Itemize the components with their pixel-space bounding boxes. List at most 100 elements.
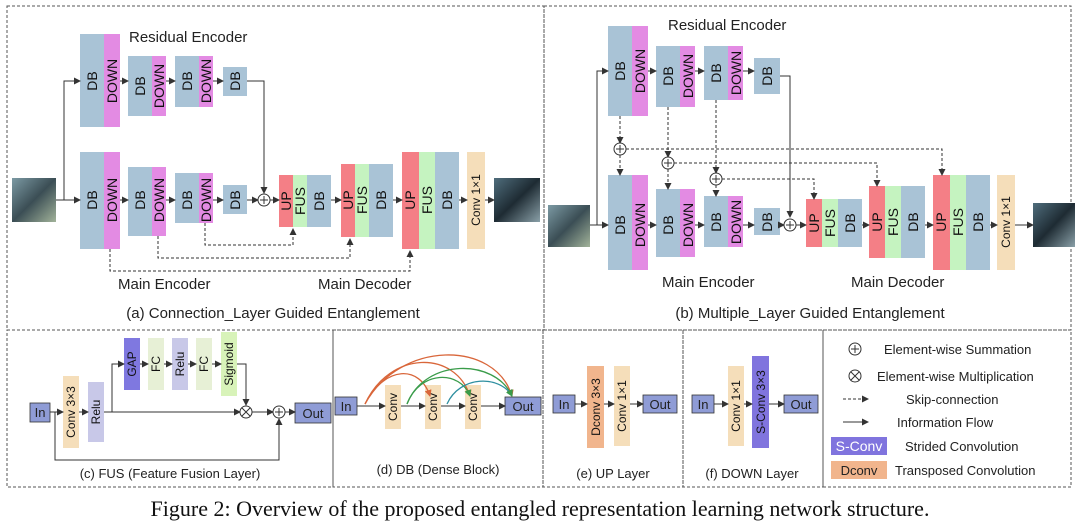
db-label: DB (612, 215, 628, 234)
main-encoder-label: Main Encoder (118, 276, 211, 293)
legend-skip-label: Skip-connection (906, 392, 999, 407)
fc-label: FC (197, 356, 211, 372)
conv-label: Conv (386, 393, 400, 421)
down-label: DOWN (198, 59, 214, 103)
db-label: DB (612, 61, 628, 80)
panel-f-down: In Conv 1×1 S-Conv 3×3 Out (f) DOWN Laye… (691, 356, 819, 481)
down-label: DOWN (104, 59, 120, 103)
db-label: DB (179, 190, 195, 209)
out-label: Out (650, 397, 671, 412)
legend: Element-wise Summation Element-wise Mult… (831, 342, 1035, 479)
db-label: DB (84, 71, 100, 90)
panel-d-db: In Conv Conv Conv Out (d) DB (Dense Bloc… (334, 354, 542, 477)
input-image (12, 178, 56, 222)
down-label: DOWN (728, 200, 744, 244)
residual-encoder-label: Residual Encoder (668, 17, 786, 34)
in-label: In (698, 397, 709, 412)
db-label: DB (660, 66, 676, 85)
gap-label: GAP (125, 351, 139, 376)
in-label: In (35, 405, 46, 420)
in-label: In (341, 399, 352, 414)
down-label: DOWN (680, 54, 696, 98)
panel-a-caption: (a) Connection_Layer Guided Entanglement (126, 305, 420, 322)
out-label: Out (513, 399, 534, 414)
residual-encoder-label: Residual Encoder (129, 29, 247, 46)
in-label: In (559, 397, 570, 412)
fus-label: FUS (885, 208, 901, 236)
db-label: DB (759, 66, 775, 85)
down-label: DOWN (104, 178, 120, 222)
conv1x1-label: Conv 1×1 (469, 174, 483, 226)
panel-f-caption: (f) DOWN Layer (705, 466, 799, 481)
main-encoder-label: Main Encoder (662, 274, 755, 291)
legend-flow-label: Information Flow (897, 415, 994, 430)
legend-dconv-label: Transposed Convolution (895, 463, 1035, 478)
down-label: DOWN (198, 178, 214, 222)
conv1x1-label: Conv 1×1 (729, 380, 743, 432)
conv-label: Conv (466, 393, 480, 421)
down-label: DOWN (632, 49, 648, 93)
db-label: DB (227, 71, 243, 90)
fc-label: FC (149, 356, 163, 372)
panel-b-caption: (b) Multiple_Layer Guided Entanglement (675, 305, 945, 322)
db-label: DB (439, 190, 455, 209)
db-label: DB (708, 63, 724, 82)
up-label: UP (806, 213, 822, 232)
dconv-label: Dconv 3×3 (589, 378, 603, 436)
out-label: Out (303, 406, 324, 421)
panel-b: DB DOWN DB DOWN DB DOWN DB DB DOWN DB DO… (548, 17, 1075, 322)
figure-caption: Figure 2: Overview of the proposed entan… (151, 496, 930, 521)
panel-e-up: In Dconv 3×3 Conv 1×1 Out (e) UP Layer (552, 366, 678, 481)
db-label: DB (84, 190, 100, 209)
main-decoder-label: Main Decoder (851, 274, 944, 291)
down-label: DOWN (632, 203, 648, 247)
panel-b-block-labels: DB DOWN DB DOWN DB DOWN DB DB DOWN DB DO… (612, 49, 1013, 248)
down-label: DOWN (728, 51, 744, 95)
relu-label: Relu (173, 352, 187, 377)
db-label: DB (179, 71, 195, 90)
db-label: DB (660, 215, 676, 234)
legend-sconv-tag: S-Conv (836, 438, 883, 454)
panel-a-block-labels: DB DOWN DB DOWN DB DOWN DB DB DOWN DB DO… (84, 59, 483, 226)
conv1x1-label: Conv 1×1 (615, 380, 629, 432)
down-label: DOWN (151, 178, 167, 222)
fus-label: FUS (950, 208, 966, 236)
relu-label: Relu (89, 400, 103, 425)
down-label: DOWN (680, 203, 696, 247)
up-label: UP (402, 190, 418, 209)
up-label: UP (340, 190, 356, 209)
db-label: DB (227, 190, 243, 209)
conv1x1-label: Conv 1×1 (999, 196, 1013, 248)
panel-c-caption: (c) FUS (Feature Fusion Layer) (80, 466, 261, 481)
db-label: DB (905, 212, 921, 231)
fus-label: FUS (354, 186, 370, 214)
up-label: UP (869, 212, 885, 231)
legend-sum-label: Element-wise Summation (884, 342, 1031, 357)
down-label: DOWN (151, 64, 167, 108)
legend-mult-label: Element-wise Multiplication (877, 369, 1034, 384)
up-label: UP (278, 191, 294, 210)
legend-dconv-tag: Dconv (841, 463, 878, 478)
db-label: DB (708, 212, 724, 231)
db-label: DB (842, 213, 858, 232)
db-label: DB (132, 76, 148, 95)
main-decoder-label: Main Decoder (318, 276, 411, 293)
legend-sconv-label: Strided Convolution (905, 439, 1018, 454)
input-image (548, 205, 590, 247)
output-image (1033, 203, 1075, 247)
db-label: DB (311, 191, 327, 210)
fus-label: FUS (292, 187, 308, 215)
panel-e-caption: (e) UP Layer (576, 466, 650, 481)
conv3x3-label: Conv 3×3 (64, 386, 78, 438)
panel-borders (6, 5, 1072, 488)
db-label: DB (373, 190, 389, 209)
sconv-label: S-Conv 3×3 (754, 370, 768, 434)
db-label: DB (132, 190, 148, 209)
up-label: UP (933, 212, 949, 231)
conv-label: Conv (426, 393, 440, 421)
panel-d-caption: (d) DB (Dense Block) (377, 462, 500, 477)
panel-c-fus: In Conv 3×3 Relu GAP FC Relu FC Sigmoid … (29, 332, 332, 481)
sigmoid-label: Sigmoid (222, 342, 236, 385)
out-label: Out (791, 397, 812, 412)
